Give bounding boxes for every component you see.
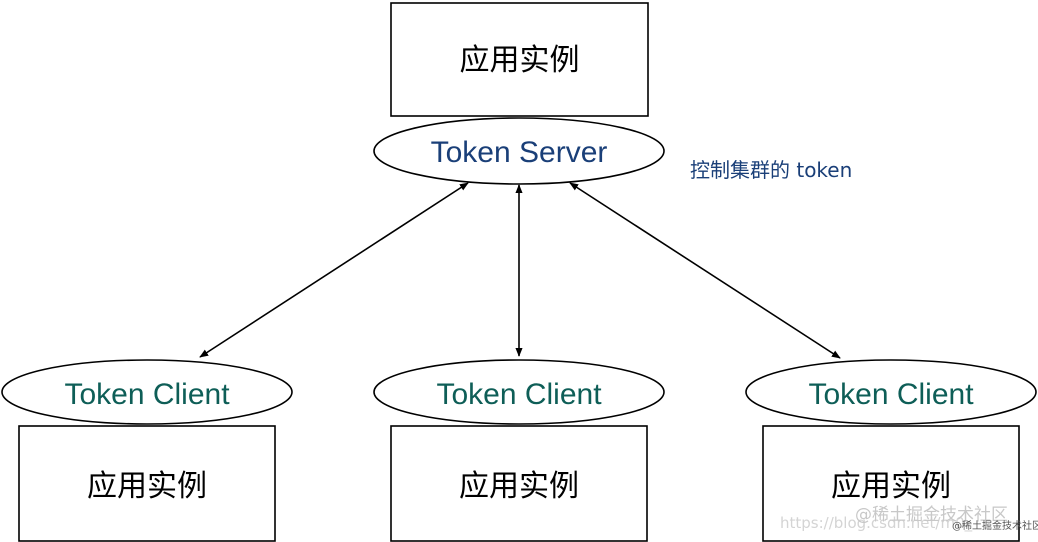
arrow-server-client-left [199,182,469,358]
watermark-brand: @稀土掘金技术社区 [855,505,1008,525]
client-app-instance-box-3 [762,425,1020,542]
token-server-node [373,117,665,185]
client-app-instance-label-2: 应用实例 [459,469,579,504]
token-client-node-1 [1,359,293,425]
client-app-instance-box-1 [18,425,276,542]
token-client-label-3: Token Client [808,378,974,411]
token-client-node-2 [373,359,665,425]
client-app-instance-label-3: 应用实例 [831,469,951,504]
token-server-label: Token Server [431,136,608,169]
token-client-label-1: Token Client [64,378,230,411]
client-app-instance-label-1: 应用实例 [87,469,207,504]
server-app-instance-box [390,2,649,117]
watermark-small: @稀土掘金技术社区 [952,519,1038,532]
server-note: 控制集群的 token [690,158,852,182]
client-app-instance-box-2 [390,425,648,542]
watermark-url: https://blog.csdn.net/m0_ [780,514,973,533]
arrow-server-client-right [569,182,841,359]
token-client-node-3 [745,359,1037,425]
server-app-instance-label: 应用实例 [460,43,580,78]
token-client-label-2: Token Client [436,378,602,411]
